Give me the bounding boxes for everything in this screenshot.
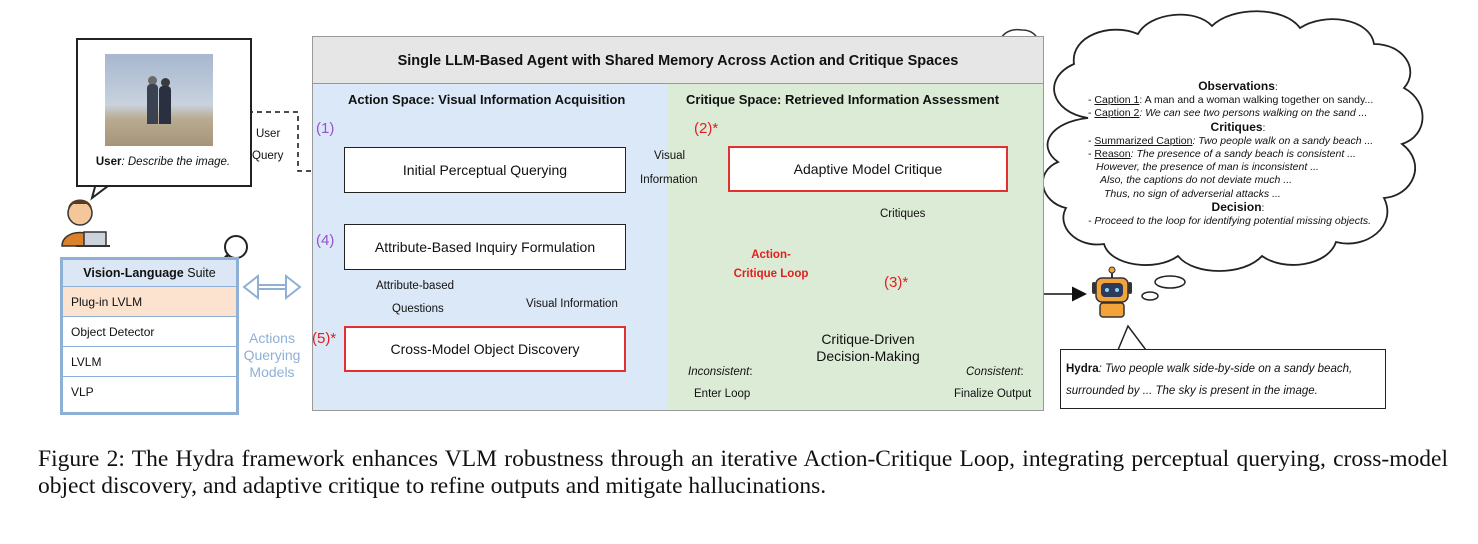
user-prompt: User: Describe the image. — [80, 156, 246, 168]
step-3-label: (3)* — [884, 274, 909, 291]
suite-title: Vision-Language Suite — [63, 260, 236, 286]
user-prompt-text: : Describe the image. — [121, 156, 231, 168]
suite-title-b: Suite — [187, 266, 216, 280]
inconsistent-label: Inconsistent: — [688, 366, 753, 378]
critiques-edge-label: Critiques — [880, 208, 926, 220]
step-2-label: (2)* — [694, 120, 719, 137]
step-1-label: (1) — [316, 120, 335, 137]
side-label-2: Querying — [243, 347, 301, 363]
visual-information-label: Visual Information — [526, 298, 618, 310]
action-space-title: Action Space: Visual Information Acquisi… — [348, 92, 626, 107]
finalize-output-label: Finalize Output — [954, 388, 1032, 400]
loop-label-1: Action- — [751, 249, 791, 261]
initial-perceptual-querying-node: Initial Perceptual Querying — [344, 147, 626, 193]
visual-label-2: Information — [640, 174, 698, 186]
crit-4: Also, the captions do not deviate much .… — [1100, 174, 1293, 187]
decision-title: Decision — [1211, 199, 1262, 214]
bidirectional-arrow-icon — [242, 273, 302, 301]
decision-line-1: Critique-Driven — [821, 331, 915, 347]
actions-querying-models-label: Actions Querying Models — [236, 330, 308, 381]
critique-space-title: Critique Space: Retrieved Information As… — [686, 92, 1000, 107]
critiques-heading: Critiques: — [1210, 119, 1266, 134]
hydra-bubble-tail — [1116, 324, 1148, 351]
attr-questions-label-1: Attribute-based — [376, 280, 454, 292]
crit-1-tag: Summarized Caption — [1094, 134, 1193, 147]
beach-photo — [105, 54, 213, 146]
attr-questions-label-2: Questions — [392, 303, 444, 315]
loop-label-2: Critique Loop — [733, 268, 809, 280]
figure-caption: Figure 2: The Hydra framework enhances V… — [38, 446, 1448, 499]
crit-2-tag: Reason — [1094, 148, 1131, 161]
decision-line-2: Decision-Making — [816, 348, 920, 364]
decision-1: - Proceed to the loop for identifying po… — [1088, 215, 1372, 228]
critique-space-panel — [668, 84, 1044, 411]
obs-1-tag: Caption 1 — [1094, 94, 1140, 107]
robot-icon — [1092, 266, 1132, 318]
hydra-text-2: surrounded by ... The sky is present in … — [1066, 385, 1318, 397]
decision-node-label: Critique-Driven Decision-Making — [776, 331, 960, 365]
side-label-1: Actions — [249, 330, 295, 346]
user-label: User — [95, 156, 122, 168]
crit-2-text: : The presence of a sandy beach is consi… — [1130, 148, 1356, 161]
observations-heading: Observations: — [1198, 79, 1278, 93]
obs-1-text: : A man and a woman walking together on … — [1139, 94, 1374, 107]
crit-3: However, the presence of man is inconsis… — [1096, 161, 1319, 174]
observation-1: - Caption 1: A man and a woman walking t… — [1088, 94, 1374, 107]
suite-item: Object Detector — [63, 316, 236, 346]
enter-loop-label: Enter Loop — [694, 388, 751, 400]
critiques-title: Critiques — [1210, 119, 1263, 134]
suite-item: VLP — [63, 376, 236, 406]
cross-model-discovery-node: Cross-Model Object Discovery — [344, 326, 626, 372]
thought-cloud — [1042, 10, 1424, 301]
consistent-word: Consistent — [966, 366, 1021, 378]
vision-language-suite: Vision-Language Suite Plug-in LVLM Objec… — [60, 257, 239, 415]
critique-1: - Summarized Caption: Two people walk on… — [1088, 134, 1374, 147]
crit-5: Thus, no sign of adverserial attacks ... — [1104, 187, 1281, 200]
inconsistent-word: Inconsistent — [688, 366, 750, 378]
hydra-output-text: Hydra: Two people walk side-by-side on a… — [1066, 358, 1352, 402]
hydra-output-box — [1060, 349, 1386, 409]
observation-2: - Caption 2: We can see two persons walk… — [1088, 107, 1368, 120]
agent-title: Single LLM-Based Agent with Shared Memor… — [312, 36, 1044, 84]
observations-title: Observations — [1198, 79, 1275, 93]
user-person-icon — [61, 199, 110, 247]
user-query-label-1: User — [256, 128, 281, 140]
side-label-3: Models — [249, 364, 295, 380]
attribute-inquiry-node: Attribute-Based Inquiry Formulation — [344, 224, 626, 270]
hydra-text-1: : Two people walk side-by-side on a sand… — [1098, 363, 1353, 375]
crit-1-text: : Two people walk on a sandy beach ... — [1192, 134, 1374, 147]
action-critique-loop-label: Action- Critique Loop — [716, 246, 826, 284]
visual-label-1: Visual — [654, 150, 686, 162]
suite-item: LVLM — [63, 346, 236, 376]
obs-2-text: : We can see two persons walking on the … — [1139, 107, 1368, 120]
critique-2: - Reason: The presence of a sandy beach … — [1088, 148, 1356, 161]
suite-title-a: Vision-Language — [83, 266, 184, 280]
suite-item: Plug-in LVLM — [63, 286, 236, 316]
decision-heading: Decision: — [1211, 199, 1265, 214]
user-query-label-2: Query — [252, 150, 284, 162]
step-5-label: (5)* — [312, 330, 337, 347]
adaptive-critique-node: Adaptive Model Critique — [728, 146, 1008, 192]
thought-cloud-content: Observations: - Caption 1: A man and a w… — [1088, 79, 1388, 228]
step-4-label: (4) — [316, 232, 335, 249]
hydra-label: Hydra — [1066, 363, 1099, 375]
obs-2-tag: Caption 2 — [1094, 107, 1140, 120]
consistent-label: Consistent: — [966, 366, 1024, 378]
